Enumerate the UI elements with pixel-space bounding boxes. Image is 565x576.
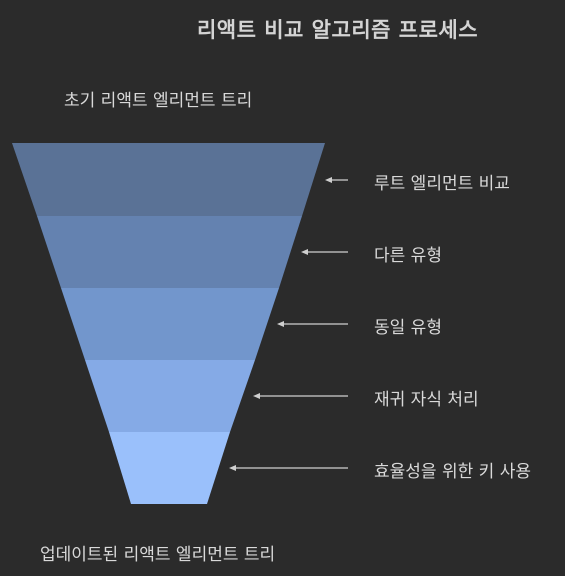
- arrow-5: [229, 465, 348, 471]
- step-label-different-type: 다른 유형: [374, 246, 442, 266]
- page-title: 리액트 비교 알고리즘 프로세스: [196, 18, 479, 42]
- step-label-recursive-children: 재귀 자식 처리: [374, 390, 479, 410]
- funnel-level-1: [12, 143, 325, 216]
- step-label-keys-efficiency: 효율성을 위한 키 사용: [374, 462, 531, 482]
- funnel-level-5: [109, 432, 230, 504]
- funnel-level-3: [61, 288, 279, 360]
- funnel-level-4: [85, 360, 255, 432]
- arrow-1: [325, 177, 348, 183]
- step-label-same-type: 동일 유형: [374, 318, 442, 338]
- arrow-2: [301, 249, 348, 255]
- top-label: 초기 리액트 엘리먼트 트리: [64, 91, 253, 111]
- arrow-4: [253, 393, 348, 399]
- arrow-3: [277, 321, 348, 327]
- funnel-level-2: [37, 216, 302, 288]
- step-label-root-compare: 루트 엘리먼트 비교: [374, 174, 510, 194]
- bottom-label: 업데이트된 리액트 엘리먼트 트리: [40, 545, 276, 565]
